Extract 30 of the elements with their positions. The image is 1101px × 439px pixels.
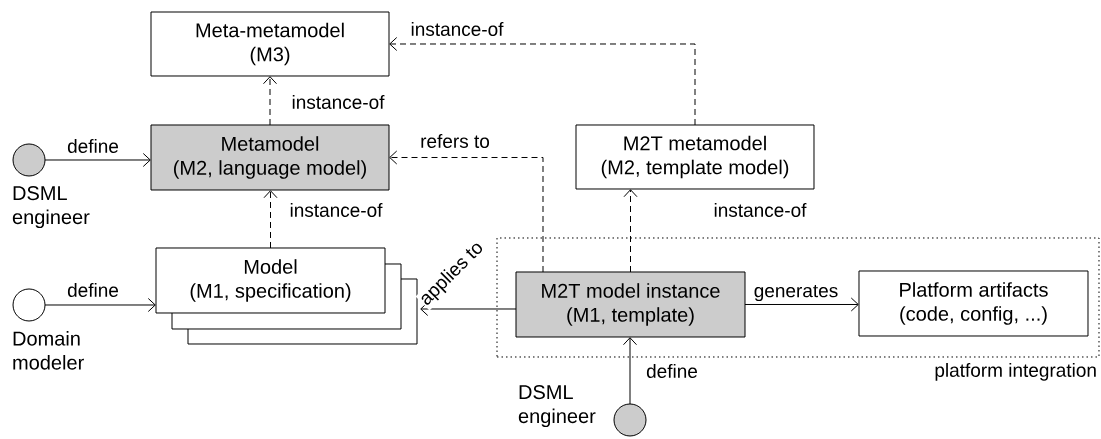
arrow bbox=[263, 76, 277, 126]
node-label: Model bbox=[244, 259, 297, 274]
model-box: Metamodel (M2, language model) bbox=[150, 124, 390, 191]
arrow bbox=[44, 298, 156, 312]
edge-label: instance-of bbox=[290, 94, 386, 110]
arrow bbox=[389, 37, 696, 126]
edge-label: define bbox=[66, 282, 120, 298]
arrow bbox=[744, 297, 859, 312]
edge-label: define bbox=[66, 138, 120, 154]
stacked-box: Model (M1, specification) bbox=[155, 247, 418, 345]
arrow bbox=[263, 190, 278, 249]
edge-label: define bbox=[645, 363, 699, 379]
edge-label: generates bbox=[752, 283, 840, 303]
actor-label: Domain modeler bbox=[13, 331, 84, 370]
arrow bbox=[420, 302, 517, 316]
arrow bbox=[389, 150, 544, 273]
model-box: M2T metamodel (M2, template model) bbox=[575, 124, 815, 190]
model-box: Platform artifacts (code, config, ...) bbox=[858, 270, 1089, 337]
model-box: Meta-metamodel (M3) bbox=[150, 11, 390, 77]
actor-label: DSML engineer bbox=[518, 385, 596, 428]
edge-label: instance-of bbox=[712, 202, 808, 218]
actor-label: DSML engineer bbox=[12, 186, 90, 229]
arrow bbox=[623, 337, 637, 405]
edge-label: instance-of bbox=[409, 21, 505, 37]
model-box: M2T model instance (M1, template) bbox=[515, 271, 746, 338]
edge-label: instance-of bbox=[288, 202, 384, 218]
arrow bbox=[623, 189, 638, 273]
arrow bbox=[44, 153, 151, 167]
group-label: platform integration bbox=[935, 363, 1096, 381]
edge-label: refers to bbox=[419, 133, 491, 149]
